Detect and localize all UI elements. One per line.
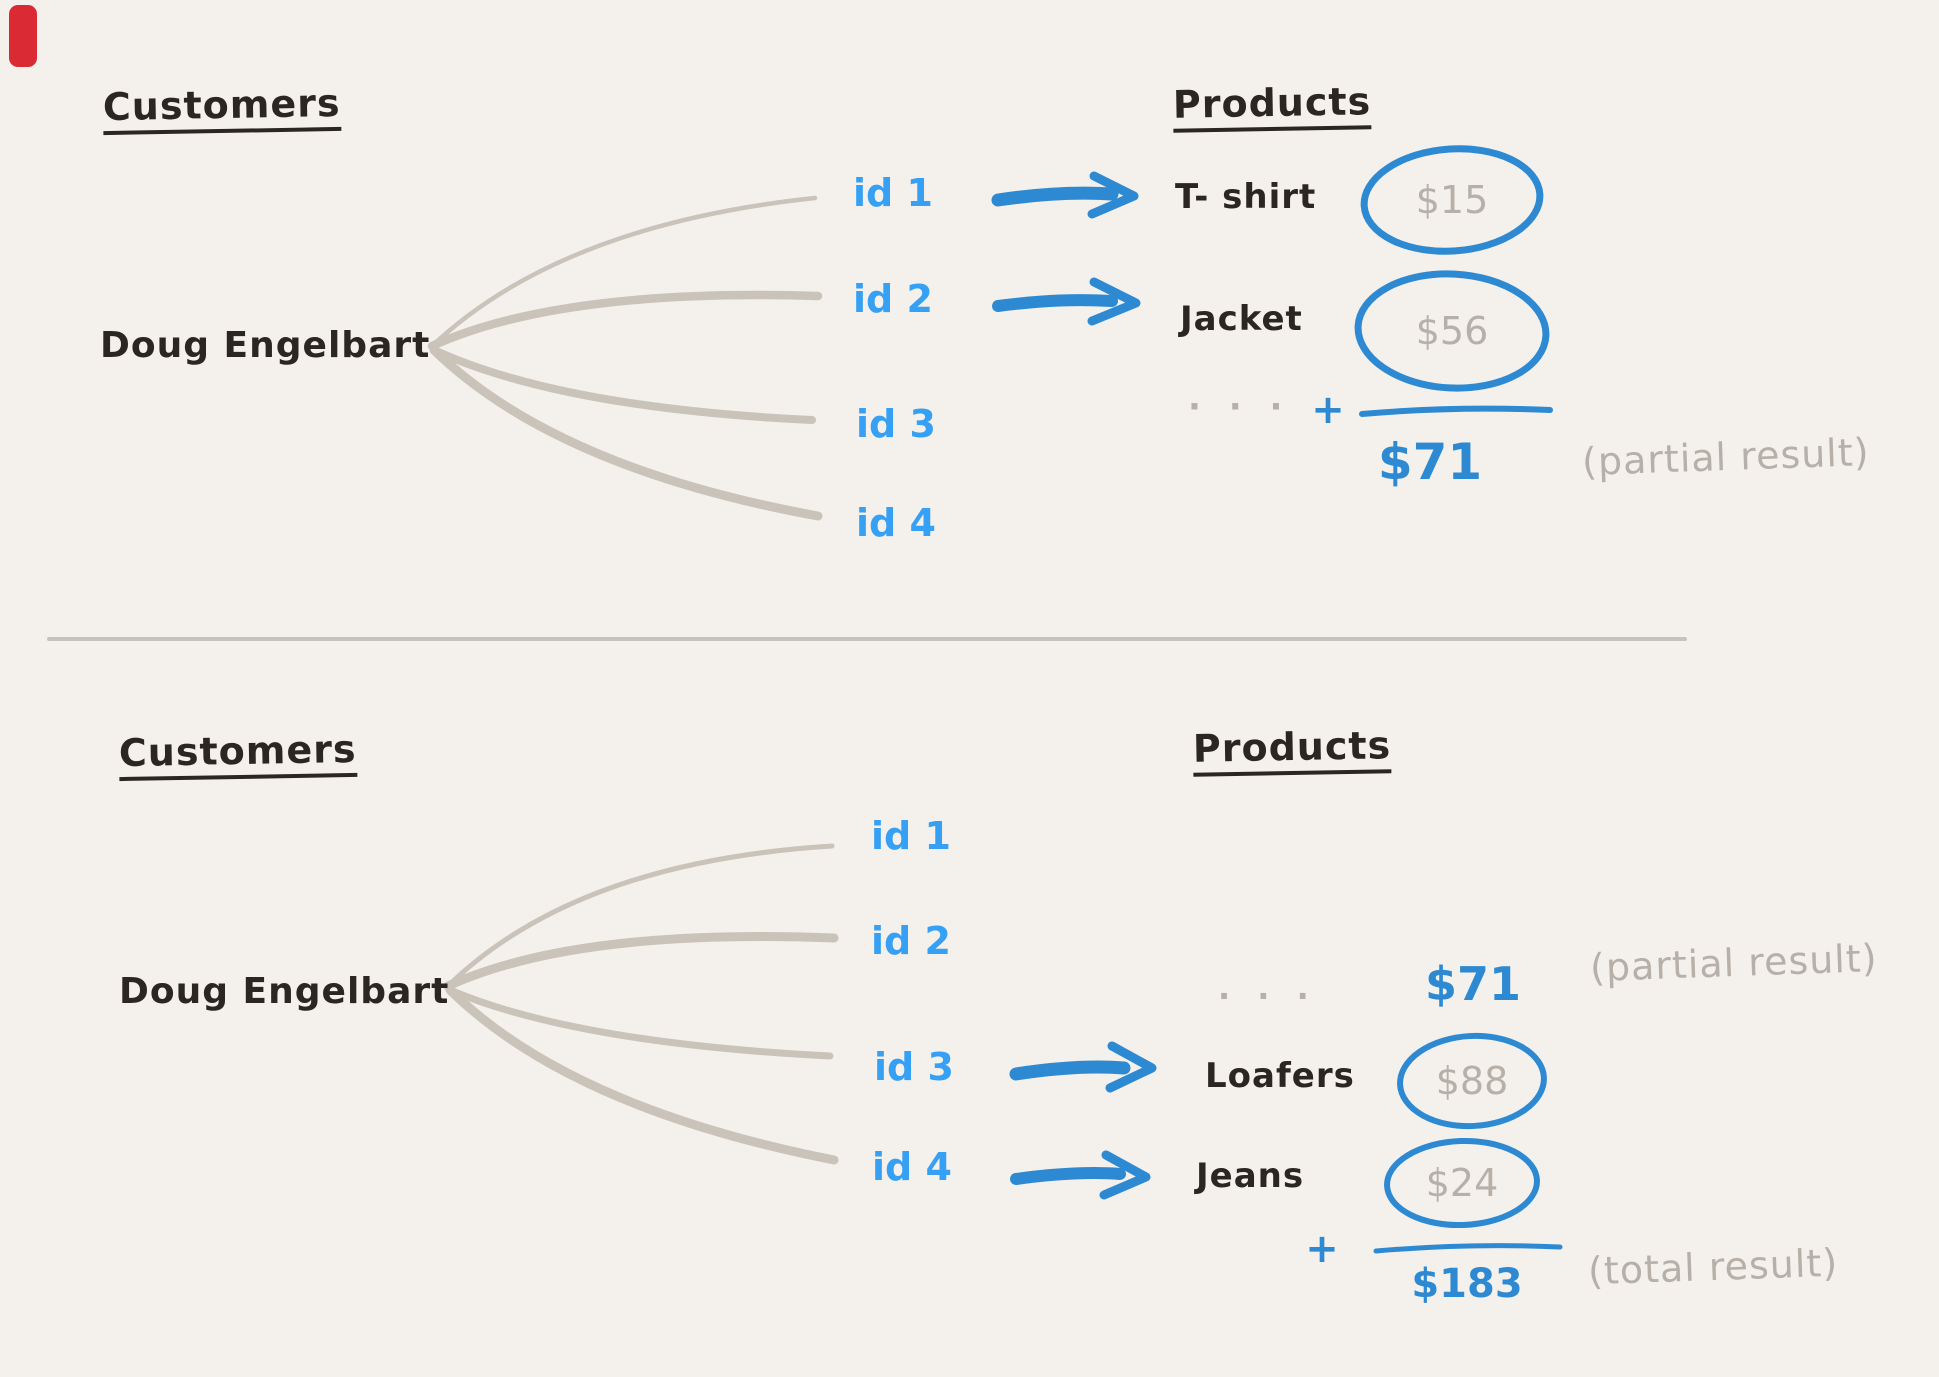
arrowhead-icon-id2: [1087, 277, 1141, 326]
total-sum-bottom: $183: [1411, 1261, 1523, 1307]
arrow-icon-id3-loafers: [1009, 1060, 1131, 1081]
fan-line-top-id4: [429, 345, 823, 521]
recording-indicator: [9, 5, 37, 67]
arrow-icon-id2-jacket: [992, 294, 1118, 312]
total-result-annotation: (total result): [1587, 1240, 1839, 1294]
plus-sign-bottom: +: [1305, 1226, 1339, 1272]
fan-line-top-id3: [430, 346, 816, 424]
id3-label-bottom: id 3: [874, 1045, 954, 1089]
fan-line-top-id2: [427, 290, 823, 351]
id2-label-top: id 2: [853, 277, 933, 321]
partial-result-annotation-top: (partial result): [1581, 429, 1871, 485]
price-circle-88: [1397, 1032, 1547, 1130]
products-heading-bottom: Products: [1193, 723, 1392, 777]
price-loafers: $88: [1435, 1059, 1509, 1103]
arrowhead-icon-id3: [1105, 1041, 1157, 1093]
id4-label-top: id 4: [856, 501, 936, 545]
arrowhead-icon-id1: [1087, 171, 1139, 219]
id1-label-bottom: id 1: [871, 814, 951, 858]
fan-line-bottom-id1: [445, 843, 835, 989]
customers-heading-top: Customers: [103, 81, 341, 136]
arrow-icon-id4-jeans: [1010, 1167, 1126, 1185]
fan-line-bottom-id4: [445, 985, 839, 1165]
fan-line-bottom-id2: [443, 932, 839, 991]
arrow-icon-id1-tshirt: [991, 186, 1119, 207]
customer-name-top: Doug Engelbart: [100, 325, 431, 366]
partial-sum-bottom: $71: [1424, 957, 1522, 1011]
ellipsis-top: · · ·: [1188, 387, 1291, 427]
sum-line-bottom: [1373, 1243, 1563, 1254]
price-jeans: $24: [1425, 1161, 1499, 1205]
arrowhead-icon-id4: [1099, 1150, 1151, 1200]
price-jacket: $56: [1415, 309, 1489, 353]
product-jeans: Jeans: [1196, 1156, 1305, 1196]
fan-line-bottom-id3: [446, 986, 834, 1060]
price-circle-15: [1360, 145, 1544, 255]
customers-heading-bottom: Customers: [119, 727, 357, 782]
plus-sign-top: +: [1311, 387, 1345, 433]
product-jacket: Jacket: [1180, 299, 1303, 339]
partial-sum-top: $71: [1377, 433, 1483, 491]
product-tshirt: T- shirt: [1175, 177, 1317, 217]
price-circle-24: [1384, 1137, 1540, 1229]
customer-name-bottom: Doug Engelbart: [119, 971, 450, 1012]
price-circle-56: [1354, 270, 1550, 392]
id4-label-bottom: id 4: [872, 1145, 952, 1189]
sum-line-top: [1359, 405, 1553, 417]
product-loafers: Loafers: [1205, 1056, 1355, 1096]
id2-label-bottom: id 2: [871, 919, 951, 963]
id1-label-top: id 1: [853, 171, 933, 215]
partial-result-annotation-bottom: (partial result): [1589, 935, 1879, 991]
fan-line-top-id1: [429, 195, 818, 349]
id3-label-top: id 3: [856, 402, 936, 446]
ellipsis-bottom: · · ·: [1218, 977, 1317, 1015]
products-heading-top: Products: [1173, 79, 1372, 133]
panel-divider: [47, 637, 1687, 641]
price-tshirt: $15: [1415, 178, 1489, 222]
